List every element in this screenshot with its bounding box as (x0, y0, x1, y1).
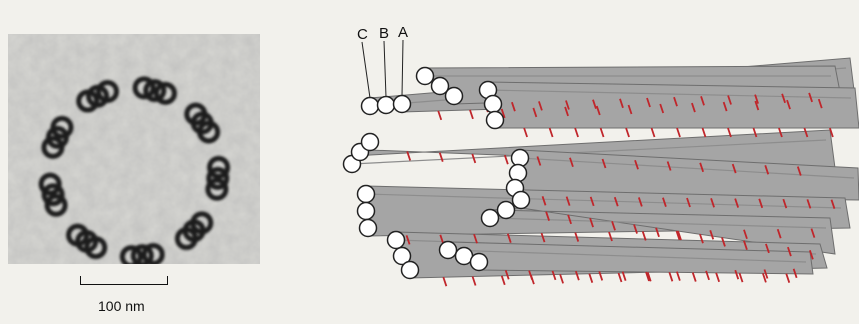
label-leader-line (362, 42, 370, 98)
tubule-circle (360, 220, 377, 237)
nexin-link (470, 110, 473, 119)
nexin-link (440, 153, 443, 162)
tubule-circle (482, 210, 499, 227)
scale-bar-label: 100 nm (98, 298, 145, 314)
nexin-link (626, 128, 629, 137)
tubule-circle (402, 262, 419, 279)
nexin-link (524, 128, 527, 137)
tubule-label-c: C (357, 26, 368, 43)
nexin-link (669, 272, 672, 281)
nexin-link (550, 128, 553, 137)
tubule-circle (362, 98, 379, 115)
label-leader-line (402, 40, 403, 96)
nexin-link (575, 128, 578, 137)
nexin-link (560, 274, 563, 283)
tubule-circle (512, 150, 529, 167)
tubule-circle (498, 202, 515, 219)
tubule-circle (394, 96, 411, 113)
scale-bar-line (80, 284, 168, 285)
nexin-link (716, 273, 719, 282)
nexin-link (619, 273, 622, 282)
tubule-label-a: A (398, 24, 408, 41)
tubule-circle (417, 68, 434, 85)
nexin-link (589, 274, 592, 283)
tubule-circle (378, 97, 395, 114)
tubule-circle (513, 192, 530, 209)
tubule-circle (487, 112, 504, 129)
doublet-fiber (488, 82, 859, 128)
nexin-link (740, 273, 743, 282)
nexin-link (677, 272, 680, 281)
tubule-circle (446, 88, 463, 105)
nexin-link (652, 128, 655, 137)
label-leader-group (362, 40, 403, 98)
scale-bar: 100 nm (80, 276, 172, 316)
nexin-link (693, 273, 696, 282)
label-leader-line (384, 41, 386, 97)
tubule-circle (485, 96, 502, 113)
nexin-link (677, 128, 680, 137)
nexin-link (438, 111, 441, 120)
tubule-circle (388, 232, 405, 249)
nexin-link (502, 276, 505, 285)
nexin-link (443, 277, 446, 286)
scale-bar-tick-left (80, 276, 81, 285)
electron-micrograph (8, 34, 260, 264)
tubule-circle (510, 165, 527, 182)
nexin-link (702, 128, 705, 137)
nexin-link (786, 274, 789, 283)
tubule-circle (440, 242, 457, 259)
tubule-circle (358, 203, 375, 220)
tubule-circle (362, 134, 379, 151)
scale-bar-tick-right (167, 276, 168, 285)
tubule-circle (471, 254, 488, 271)
nexin-link (473, 277, 476, 286)
tubule-circle (358, 186, 375, 203)
axoneme-schematic: C B A (330, 18, 859, 314)
nexin-link (601, 128, 604, 137)
tubule-label-b: B (379, 25, 389, 42)
